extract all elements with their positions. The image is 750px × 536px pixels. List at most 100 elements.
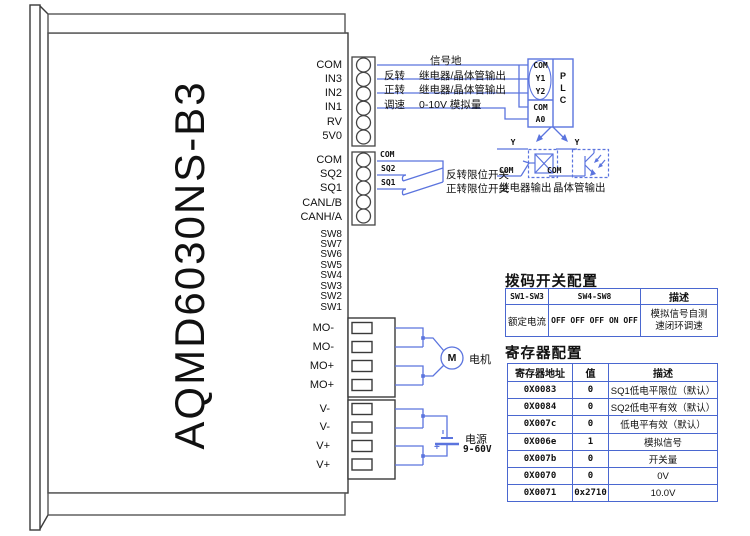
power-label: 电源: [465, 434, 487, 446]
register-address-cell: 0X0083: [507, 380, 573, 400]
power-wires: [395, 408, 448, 466]
plc-pin-a0: A0: [535, 114, 546, 124]
register-value-cell: 0: [572, 398, 609, 417]
wire-name-reverse: 反转: [384, 70, 405, 82]
dip-col-header: SW1-SW3: [505, 288, 549, 305]
dip-switch-label: SW5: [320, 259, 342, 271]
dip-switch-label: SW3: [320, 280, 342, 292]
terminal-label: CANH/A: [300, 210, 342, 223]
terminal-label: IN1: [324, 101, 342, 114]
limit-sq1-label: SQ1: [381, 178, 396, 187]
terminal-label: MO-: [312, 321, 334, 334]
plc-letter-l: L: [560, 83, 566, 93]
plc-letter-p: P: [559, 71, 566, 81]
signal-wires: [377, 64, 528, 120]
dip-switch-label: SW2: [320, 291, 342, 303]
dip-switch-label: SW6: [320, 249, 342, 261]
battery-symbol: [435, 430, 459, 446]
transistor-output-label: 晶体管输出: [553, 182, 606, 194]
terminal-label: COM: [316, 154, 342, 166]
module-model-label: AQMD6030NS-B3: [166, 80, 213, 450]
dip-cell-desc: 模拟信号自测 速闭环调速: [640, 304, 718, 337]
motor-terminal-labels: MO-MO-MO+MO+: [272, 319, 334, 395]
register-table-title: 寄存器配置: [505, 346, 583, 362]
terminal-block-limit: [351, 151, 376, 226]
terminal-label: SQ2: [319, 168, 342, 181]
plc-pin-y1: Y1: [535, 74, 546, 83]
wire-desc-reverse: 继电器/晶体管输出: [419, 70, 506, 82]
register-value-cell: 0: [572, 380, 609, 400]
terminal-label: MO+: [309, 359, 334, 372]
register-table-row: 0X007c 0 低电平有效（默认）: [507, 415, 718, 434]
register-value-cell: 0: [572, 466, 609, 486]
register-value-cell: 0: [572, 449, 609, 468]
limit-com-label: COM: [380, 150, 395, 159]
dip-switch-table: SW1-SW3 SW4-SW8 描述 额定电流 OFF OFF OFF ON O…: [505, 288, 718, 337]
plc-pin-y2: Y2: [535, 87, 546, 96]
register-desc-cell: 模拟信号: [608, 432, 718, 451]
terminal-label: RV: [326, 115, 342, 128]
power-terminal-labels: V-V-V+V+: [268, 400, 330, 475]
register-address-cell: 0X0071: [507, 484, 573, 503]
motor-symbol: M: [447, 352, 457, 364]
terminal-label: SQ1: [319, 182, 342, 195]
register-table-row: 0X006e 1 模拟信号: [507, 432, 718, 451]
register-desc-cell: 低电平有效（默认）: [608, 415, 718, 434]
wire-junction-dots: [421, 336, 425, 458]
plc-pin-com-upper: COM: [533, 61, 548, 70]
register-table-row: 0X0070 0 0V: [507, 466, 718, 486]
power-range-label: 9-60V: [463, 444, 492, 455]
driver-module-outline: [29, 4, 349, 531]
terminal-label: 5V0: [322, 129, 342, 142]
transistor-output-symbol: [549, 148, 610, 179]
terminal-label: COM: [316, 58, 342, 71]
terminal-block-signal: [351, 56, 376, 147]
register-col-header: 值: [572, 363, 609, 382]
wire-name-forward: 正转: [384, 83, 405, 96]
register-col-header: 描述: [608, 363, 718, 382]
dip-switch-label: SW4: [320, 270, 342, 282]
terminal-label: MO-: [312, 340, 334, 353]
terminal-label: CANL/B: [302, 196, 342, 209]
register-value-cell: 1: [572, 432, 609, 451]
transistor-pin-y: Y: [574, 138, 580, 147]
register-table-row: 0X007b 0 开关量: [507, 449, 718, 468]
terminal-label: IN3: [324, 72, 342, 85]
register-desc-cell: SQ1低电平限位（默认）: [608, 380, 718, 400]
battery-plus-sign: +: [434, 442, 440, 453]
relay-pin-y: Y: [510, 138, 516, 147]
register-address-cell: 0X007c: [507, 415, 573, 434]
wire-desc-speed: 0-10V 模拟量: [419, 98, 482, 111]
terminal-block-motor: [347, 317, 396, 398]
dip-table-title: 拨码开关配置: [505, 274, 598, 290]
register-desc-cell: 10.0V: [608, 484, 718, 503]
terminal-label: V+: [316, 440, 330, 453]
plc-output-arrows: [536, 126, 568, 142]
limit-sq1-desc: 正转限位开关: [446, 183, 509, 195]
register-col-header: 寄存器地址: [507, 363, 573, 382]
relay-output-symbol: [497, 148, 559, 179]
terminal-label: V-: [319, 402, 330, 415]
register-address-cell: 0X007b: [507, 449, 573, 468]
relay-output-label: 继电器输出: [499, 182, 552, 194]
plc-pin-com-lower: COM: [533, 102, 548, 112]
limit-sq2-desc: 反转限位开关: [446, 169, 509, 181]
register-desc-cell: SQ2低电平有效（默认）: [608, 398, 718, 417]
dip-switch-label: SW7: [320, 239, 342, 251]
wire-name-speed: 调速: [384, 98, 405, 111]
register-table-row: 0X0084 0 SQ2低电平有效（默认）: [507, 398, 718, 417]
dip-switch-label: SW8: [320, 228, 342, 240]
terminal-block-power: [347, 399, 396, 480]
register-desc-cell: 0V: [608, 466, 718, 486]
limit-sq2-label: SQ2: [381, 164, 396, 173]
register-table-row: 0X0083 0 SQ1低电平限位（默认）: [507, 380, 718, 400]
register-table: 寄存器地址 值 描述 0X0083 0 SQ1低电平限位（默认） 0X0084 …: [507, 363, 718, 503]
register-desc-cell: 开关量: [608, 449, 718, 468]
dip-table-row: 额定电流 OFF OFF OFF ON OFF 模拟信号自测 速闭环调速: [505, 304, 718, 337]
motor-label: 电机: [469, 354, 491, 366]
